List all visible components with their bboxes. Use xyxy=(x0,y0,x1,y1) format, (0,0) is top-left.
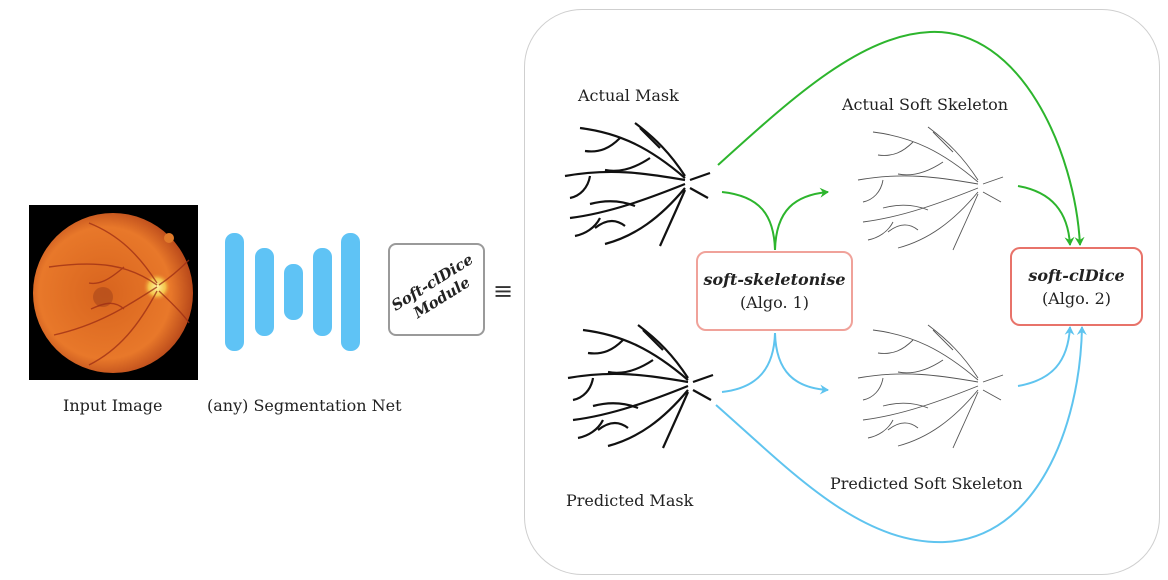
segmentation-net-label: (any) Segmentation Net xyxy=(207,396,402,415)
soft-cldice-module-box: Soft-clDice Module xyxy=(388,243,485,336)
soft-cldice-box: soft-clDice (Algo. 2) xyxy=(1010,247,1143,326)
soft-skeletonise-title: soft-skeletonise xyxy=(703,270,846,289)
net-layer-bar-3 xyxy=(284,264,303,320)
predicted-mask-label: Predicted Mask xyxy=(566,491,694,510)
actual-soft-skeleton-label: Actual Soft Skeleton xyxy=(842,95,1009,114)
equivalence-symbol: ≡ xyxy=(493,277,514,305)
net-layer-bar-1 xyxy=(225,233,244,351)
soft-cldice-title: soft-clDice xyxy=(1028,265,1125,285)
input-fundus-image xyxy=(29,205,198,380)
net-layer-bar-2 xyxy=(255,248,274,336)
net-layer-bar-5 xyxy=(341,233,360,351)
net-layer-bar-4 xyxy=(313,248,332,336)
actual-mask-label: Actual Mask xyxy=(578,86,679,105)
input-image-label: Input Image xyxy=(63,396,163,415)
soft-skeletonise-box: soft-skeletonise (Algo. 1) xyxy=(696,251,853,331)
soft-skeletonise-ref: (Algo. 1) xyxy=(739,293,810,312)
predicted-soft-skeleton-label: Predicted Soft Skeleton xyxy=(830,474,1023,493)
soft-cldice-ref: (Algo. 2) xyxy=(1041,288,1112,308)
